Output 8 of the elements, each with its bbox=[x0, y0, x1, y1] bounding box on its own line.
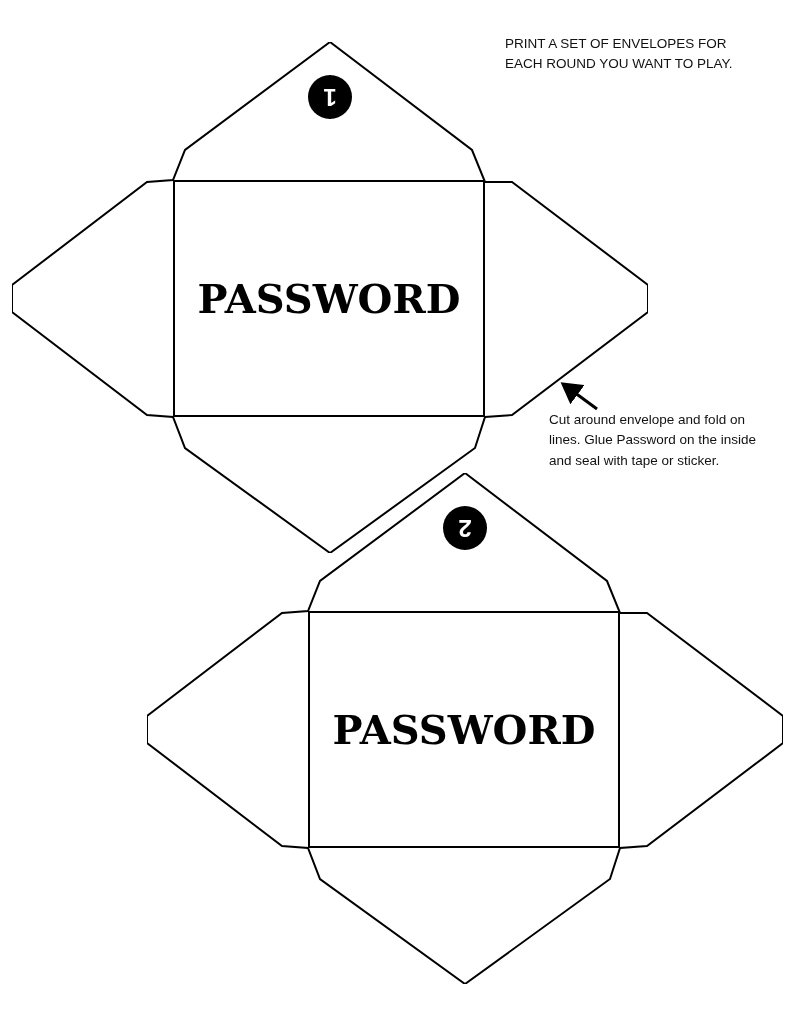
round-number: 1 bbox=[308, 75, 352, 119]
instruction-note: Cut around envelope and fold on lines. Glue Password on the inside and seal with tape or sticker. bbox=[549, 410, 764, 500]
instruction-note: PRINT A SET OF ENVELOPES FOR EACH ROUND YOU WANT TO PLAY. bbox=[505, 35, 734, 74]
envelope-panel: PASSWORD bbox=[308, 611, 620, 848]
envelope-template bbox=[147, 473, 783, 984]
envelope-panel: PASSWORD bbox=[173, 180, 485, 417]
arrow bbox=[560, 382, 598, 411]
round-number: 2 bbox=[443, 506, 487, 550]
